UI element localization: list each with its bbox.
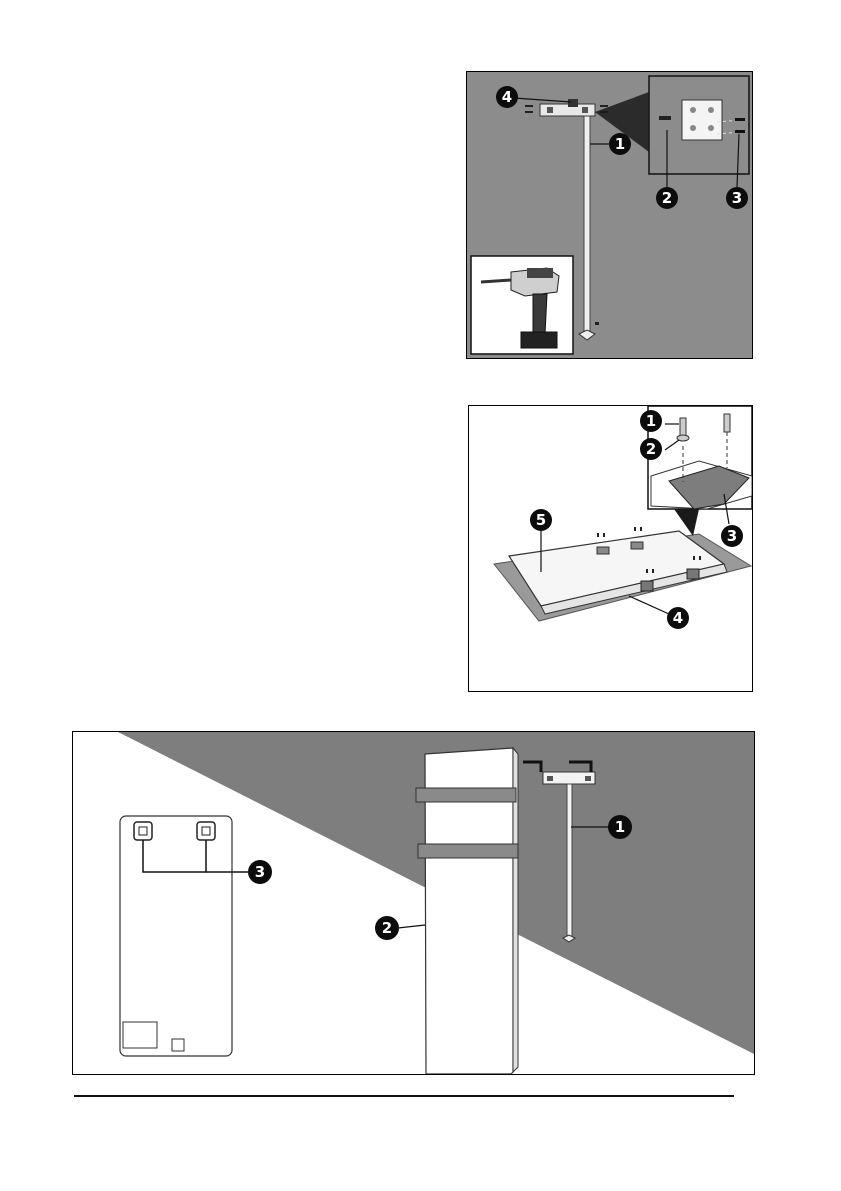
callout-1: 1 [640,410,662,432]
callout-2: 2 [656,187,678,209]
callouts-fig3: 1 2 3 [73,732,754,1074]
callouts-fig2: 1 2 3 5 4 [469,406,752,691]
callout-1: 1 [609,133,631,155]
svg-text:3: 3 [727,527,737,545]
svg-text:1: 1 [615,818,625,836]
svg-text:5: 5 [536,511,546,529]
figure-hanging-heater: 1 2 3 [72,731,755,1075]
callout-2: 2 [640,438,662,460]
svg-text:2: 2 [646,440,656,458]
callout-5: 5 [530,509,552,531]
svg-text:1: 1 [615,135,625,153]
svg-text:3: 3 [255,863,265,881]
footer-rule [74,1095,734,1097]
svg-text:4: 4 [673,609,683,627]
callout-4: 4 [667,607,689,629]
callout-3: 3 [721,525,743,547]
callout-3: 3 [726,187,748,209]
callout-4: 4 [496,86,518,108]
svg-text:1: 1 [646,412,656,430]
svg-text:2: 2 [382,919,392,937]
callout-3: 3 [248,860,272,884]
callout-1: 1 [608,815,632,839]
svg-text:2: 2 [662,189,672,207]
figure-mounting-rail: 4 1 2 3 [466,71,753,359]
callout-2: 2 [375,916,399,940]
svg-text:3: 3 [732,189,742,207]
figure-bracket-attach: 1 2 3 5 4 [468,405,753,692]
svg-text:4: 4 [502,88,512,106]
